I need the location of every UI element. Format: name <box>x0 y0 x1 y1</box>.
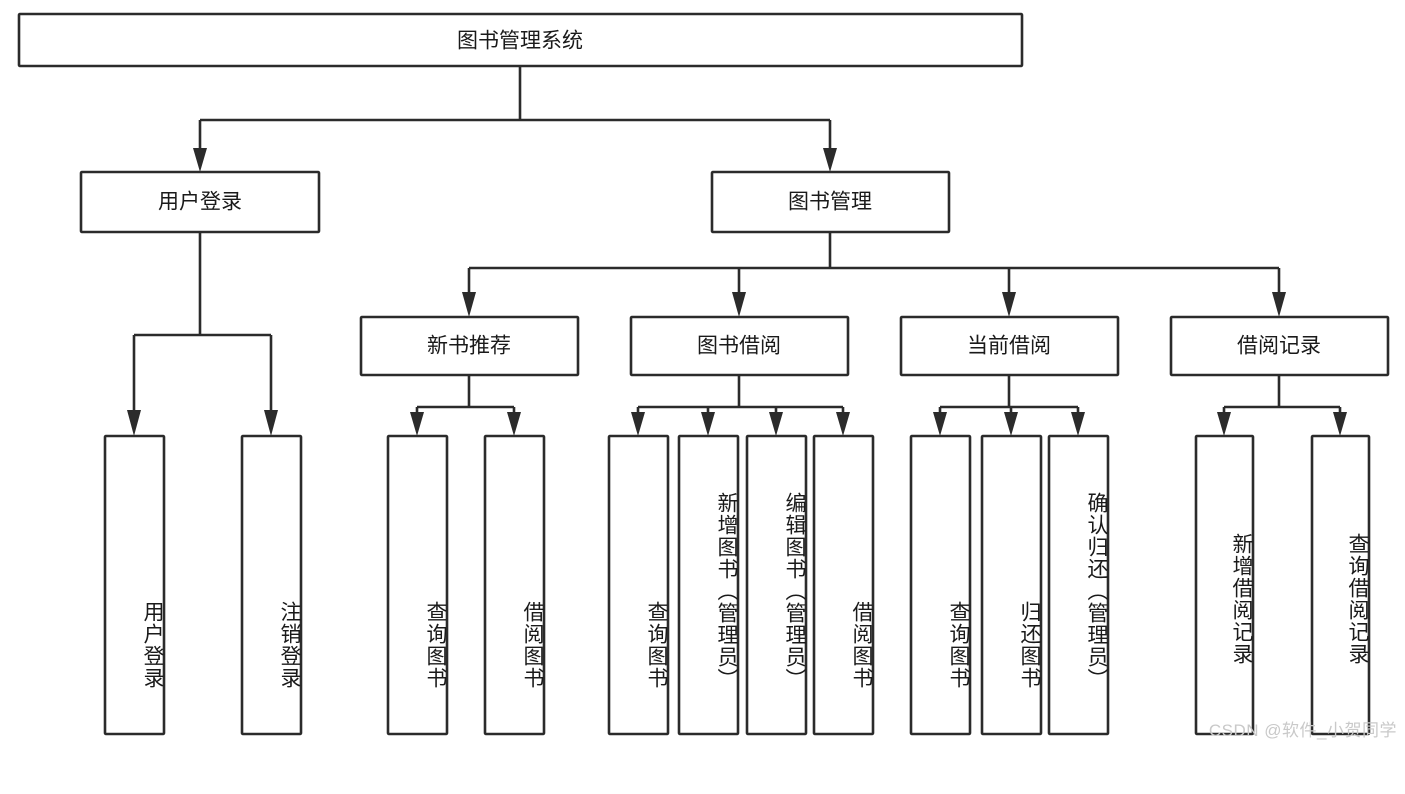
watermark: CSDN @软件_小贺同学 <box>1208 721 1397 740</box>
arrow-head-cb-leaf-2 <box>1004 412 1018 436</box>
arrow-head-book-borrow <box>732 292 746 317</box>
leaf-box-borrow-book-nb[interactable] <box>483 434 546 736</box>
node-root[interactable] <box>17 12 1024 68</box>
leaf-box-return-book[interactable] <box>980 434 1043 736</box>
node-book-borrow[interactable] <box>629 315 850 377</box>
arrow-head-new-book <box>462 292 476 317</box>
leaf-box-query-book-cb[interactable] <box>909 434 972 736</box>
leaf-box-logout[interactable] <box>240 434 303 736</box>
node-current-borrow[interactable] <box>899 315 1120 377</box>
arrow-head-nb-leaf-1 <box>410 412 424 436</box>
node-current-borrow-label: 当前借阅 <box>967 335 1051 358</box>
arrow-head-bb-leaf-1 <box>631 412 645 436</box>
node-user-login-label: 用户登录 <box>158 191 242 214</box>
node-book-manage[interactable] <box>710 170 951 234</box>
node-borrow-record[interactable] <box>1169 315 1390 377</box>
arrow-head-br-leaf-1 <box>1217 412 1231 436</box>
leaf-box-add-borrow-record[interactable] <box>1194 434 1255 736</box>
node-new-book-recommend[interactable] <box>359 315 580 377</box>
arrow-head-cb-leaf-1 <box>933 412 947 436</box>
arrow-head-user-login <box>193 148 207 172</box>
arrow-head-nb-leaf-2 <box>507 412 521 436</box>
arrow-head-leaf-logout <box>264 410 278 436</box>
leaf-box-edit-book-admin[interactable] <box>745 434 808 736</box>
node-layer: 图书管理系统 用户登录 图书管理 新书推荐 图书借阅 当前借阅 借阅记录 <box>17 12 1390 736</box>
arrow-head-cb-leaf-3 <box>1071 412 1085 436</box>
node-borrow-record-label: 借阅记录 <box>1237 335 1321 358</box>
leaf-box-confirm-return-admin[interactable] <box>1047 434 1110 736</box>
diagram-canvas: 图书管理系统 用户登录 图书管理 新书推荐 图书借阅 当前借阅 借阅记录 <box>17 12 1390 736</box>
diagram-root: 图书管理系统 用户登录 图书管理 新书推荐 图书借阅 当前借阅 借阅记录 <box>17 12 1397 740</box>
arrow-head-br-leaf-2 <box>1333 412 1347 436</box>
arrow-head-book-manage <box>823 148 837 172</box>
leaf-box-query-book-nb[interactable] <box>386 434 449 736</box>
node-book-borrow-label: 图书借阅 <box>697 335 781 358</box>
leaf-box-add-book-admin[interactable] <box>677 434 740 736</box>
node-new-book-recommend-label: 新书推荐 <box>427 335 511 358</box>
arrow-head-current-borrow <box>1002 292 1016 317</box>
arrow-head-leaf-user-login <box>127 410 141 436</box>
arrow-head-borrow-record <box>1272 292 1286 317</box>
node-book-manage-label: 图书管理 <box>788 191 872 214</box>
arrow-head-bb-leaf-2 <box>701 412 715 436</box>
node-root-label: 图书管理系统 <box>457 30 583 53</box>
leaf-box-query-borrow-record[interactable] <box>1310 434 1371 736</box>
arrow-head-bb-leaf-3 <box>769 412 783 436</box>
leaf-box-borrow-book-bb[interactable] <box>812 434 875 736</box>
leaf-box-query-book-bb[interactable] <box>607 434 670 736</box>
leaf-box-user-login[interactable] <box>103 434 166 736</box>
node-user-login[interactable] <box>79 170 321 234</box>
connector-layer <box>127 66 1347 436</box>
arrow-head-bb-leaf-4 <box>836 412 850 436</box>
